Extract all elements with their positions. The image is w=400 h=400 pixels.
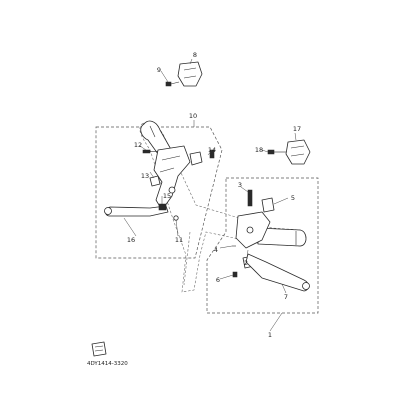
left-lever-tip (104, 207, 112, 215)
switch-17-detail (290, 145, 305, 157)
callout-12: 12 (134, 141, 142, 149)
left-lever-holder (153, 145, 191, 211)
callout-10: 10 (189, 112, 197, 120)
right-lever-tip (302, 282, 310, 290)
callout-5: 5 (291, 194, 295, 202)
bolt-3 (247, 189, 253, 207)
callout-1: 1 (268, 331, 272, 339)
part-15 (158, 203, 167, 211)
leader-lines (123, 58, 297, 332)
right-lever (245, 253, 309, 292)
switch-14 (189, 151, 203, 166)
callout-3: 3 (238, 181, 242, 189)
callout-18: 18 (255, 146, 263, 154)
motorcycle-part-thumbnail-icon (91, 341, 107, 357)
nut-11 (173, 215, 179, 221)
callout-15: 15 (163, 192, 171, 200)
callout-labels: 8 9 10 12 13 14 15 11 16 17 18 3 5 2 4 6… (127, 51, 301, 339)
clip-14 (209, 149, 215, 159)
left-lever (105, 205, 169, 217)
callout-8: 8 (193, 51, 197, 59)
screw-18 (267, 149, 275, 155)
right-lever-assembly-box (206, 177, 319, 314)
callout-17: 17 (293, 125, 301, 133)
callout-13: 13 (141, 172, 149, 180)
screw-12 (142, 149, 151, 154)
callout-9: 9 (157, 66, 161, 74)
screw-9 (165, 81, 172, 87)
callout-11: 11 (175, 236, 183, 244)
callout-4: 4 (214, 246, 218, 254)
callout-6: 6 (216, 276, 220, 284)
part-13 (149, 175, 161, 187)
bracket-5 (261, 197, 275, 213)
screw-9-shank (170, 81, 180, 85)
handlebar-centerline (183, 231, 191, 286)
switch-17 (285, 139, 311, 165)
right-grip (257, 227, 307, 247)
left-holder-pivot (168, 186, 176, 194)
screw-6 (232, 271, 238, 278)
left-lever-assembly-box (95, 126, 223, 259)
switch-8-detail (183, 67, 197, 79)
callout-2: 2 (244, 259, 248, 267)
drawing-code: 4DY1414-3320 (87, 361, 128, 367)
drawing-code-block: 4DY1414-3320 (87, 341, 128, 367)
callout-14: 14 (208, 146, 216, 154)
thumbnail-detail (94, 345, 104, 352)
right-holder-pivot (246, 226, 254, 234)
left-grip-rib (149, 125, 156, 138)
left-holder-detail (159, 155, 181, 173)
switch-8 (177, 61, 203, 87)
callout-16: 16 (127, 236, 135, 244)
callout-7: 7 (284, 293, 288, 301)
